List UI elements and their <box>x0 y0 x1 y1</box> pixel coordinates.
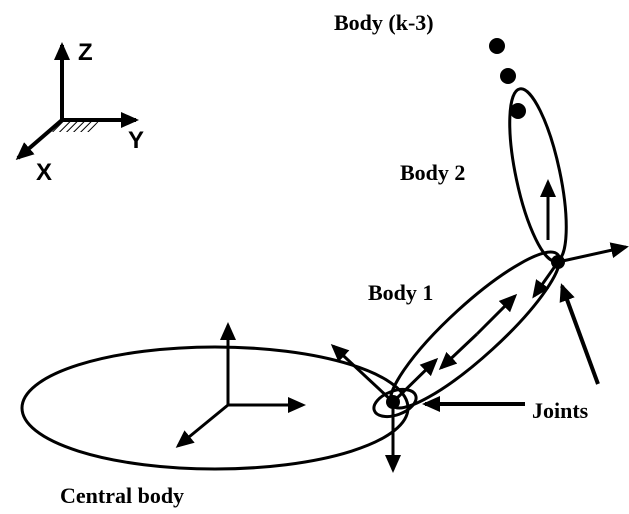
central-body-label: Central body <box>60 483 184 508</box>
x-axis-arrow <box>15 118 64 160</box>
central-frame-x-arrow <box>175 403 229 448</box>
body-1-arrow-downleft <box>438 332 479 371</box>
joints-pointers <box>422 283 600 412</box>
joint-2-arrow-right <box>557 242 629 264</box>
chain-continuation <box>489 38 526 119</box>
body-2-ellipse <box>508 87 568 263</box>
body-k3-label: Body (k-3) <box>334 10 434 35</box>
chain-dot-1 <box>489 38 505 54</box>
body-1-arrow-upright <box>475 293 518 336</box>
y-axis-label: Y <box>128 127 144 154</box>
joints-label: Joints <box>532 398 589 423</box>
z-axis-label: Z <box>78 39 93 66</box>
joints-pointer-to-joint-2 <box>559 283 600 385</box>
joint-1-arrow-upright <box>391 357 439 404</box>
body-2 <box>508 87 568 263</box>
central-body-frame <box>175 322 306 448</box>
body-1-ellipse <box>388 250 562 410</box>
coordinate-frame <box>15 42 139 160</box>
body-1 <box>388 250 562 410</box>
xy-plane-hatch <box>52 120 100 132</box>
joint-1-arrow-upleft <box>330 343 395 404</box>
central-body <box>20 322 410 471</box>
body-1-label: Body 1 <box>368 280 433 305</box>
joint-2-arrow-downleft <box>532 261 560 299</box>
body-2-label: Body 2 <box>400 160 465 185</box>
chain-dot-2 <box>500 68 516 84</box>
x-axis-label: X <box>36 159 52 186</box>
chain-dot-3 <box>510 103 526 119</box>
central-body-ellipse <box>20 345 410 471</box>
